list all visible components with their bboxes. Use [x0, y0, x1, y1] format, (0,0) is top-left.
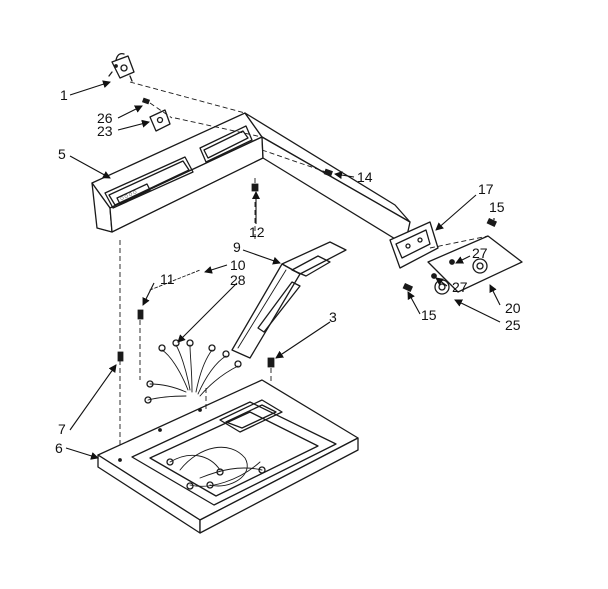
callout-17: 17 — [478, 181, 494, 197]
screw-14 — [261, 149, 333, 177]
control-panel-console: ○○○○ — [91, 81, 411, 246]
control-knob-plate — [402, 217, 523, 295]
callout-9: 9 — [233, 239, 241, 255]
callout-14: 14 — [357, 169, 373, 185]
callout-26: 26 — [97, 110, 113, 126]
callout-27-upper: 27 — [472, 245, 488, 261]
callout-15-lower: 15 — [421, 307, 437, 323]
screw-12 — [251, 183, 259, 192]
end-bracket — [389, 221, 439, 269]
timer-switch — [108, 52, 135, 82]
callout-23: 23 — [97, 123, 113, 139]
wire-harness — [144, 269, 242, 404]
callout-25: 25 — [505, 317, 521, 333]
callout-15-top: 15 — [489, 199, 505, 215]
callout-3: 3 — [329, 309, 337, 325]
screw-7 — [117, 240, 124, 460]
exhaust-duct — [231, 241, 347, 359]
callout-10: 10 — [230, 257, 246, 273]
callout-12: 12 — [249, 224, 265, 240]
callout-labels: 1 26 23 5 14 17 15 12 9 10 28 11 3 27 27… — [55, 87, 521, 456]
callout-1: 1 — [60, 87, 68, 103]
callout-leaders — [65, 80, 501, 460]
callout-27-lower: 27 — [452, 279, 468, 295]
callout-6: 6 — [55, 440, 63, 456]
callout-7: 7 — [58, 421, 66, 437]
callout-20: 20 — [505, 300, 521, 316]
screw-11 — [137, 309, 144, 380]
callout-28: 28 — [230, 272, 246, 288]
screw-3 — [267, 357, 275, 382]
top-panel — [97, 379, 359, 534]
callout-11: 11 — [160, 271, 175, 287]
switch-bracket — [141, 97, 173, 132]
callout-5: 5 — [58, 146, 66, 162]
